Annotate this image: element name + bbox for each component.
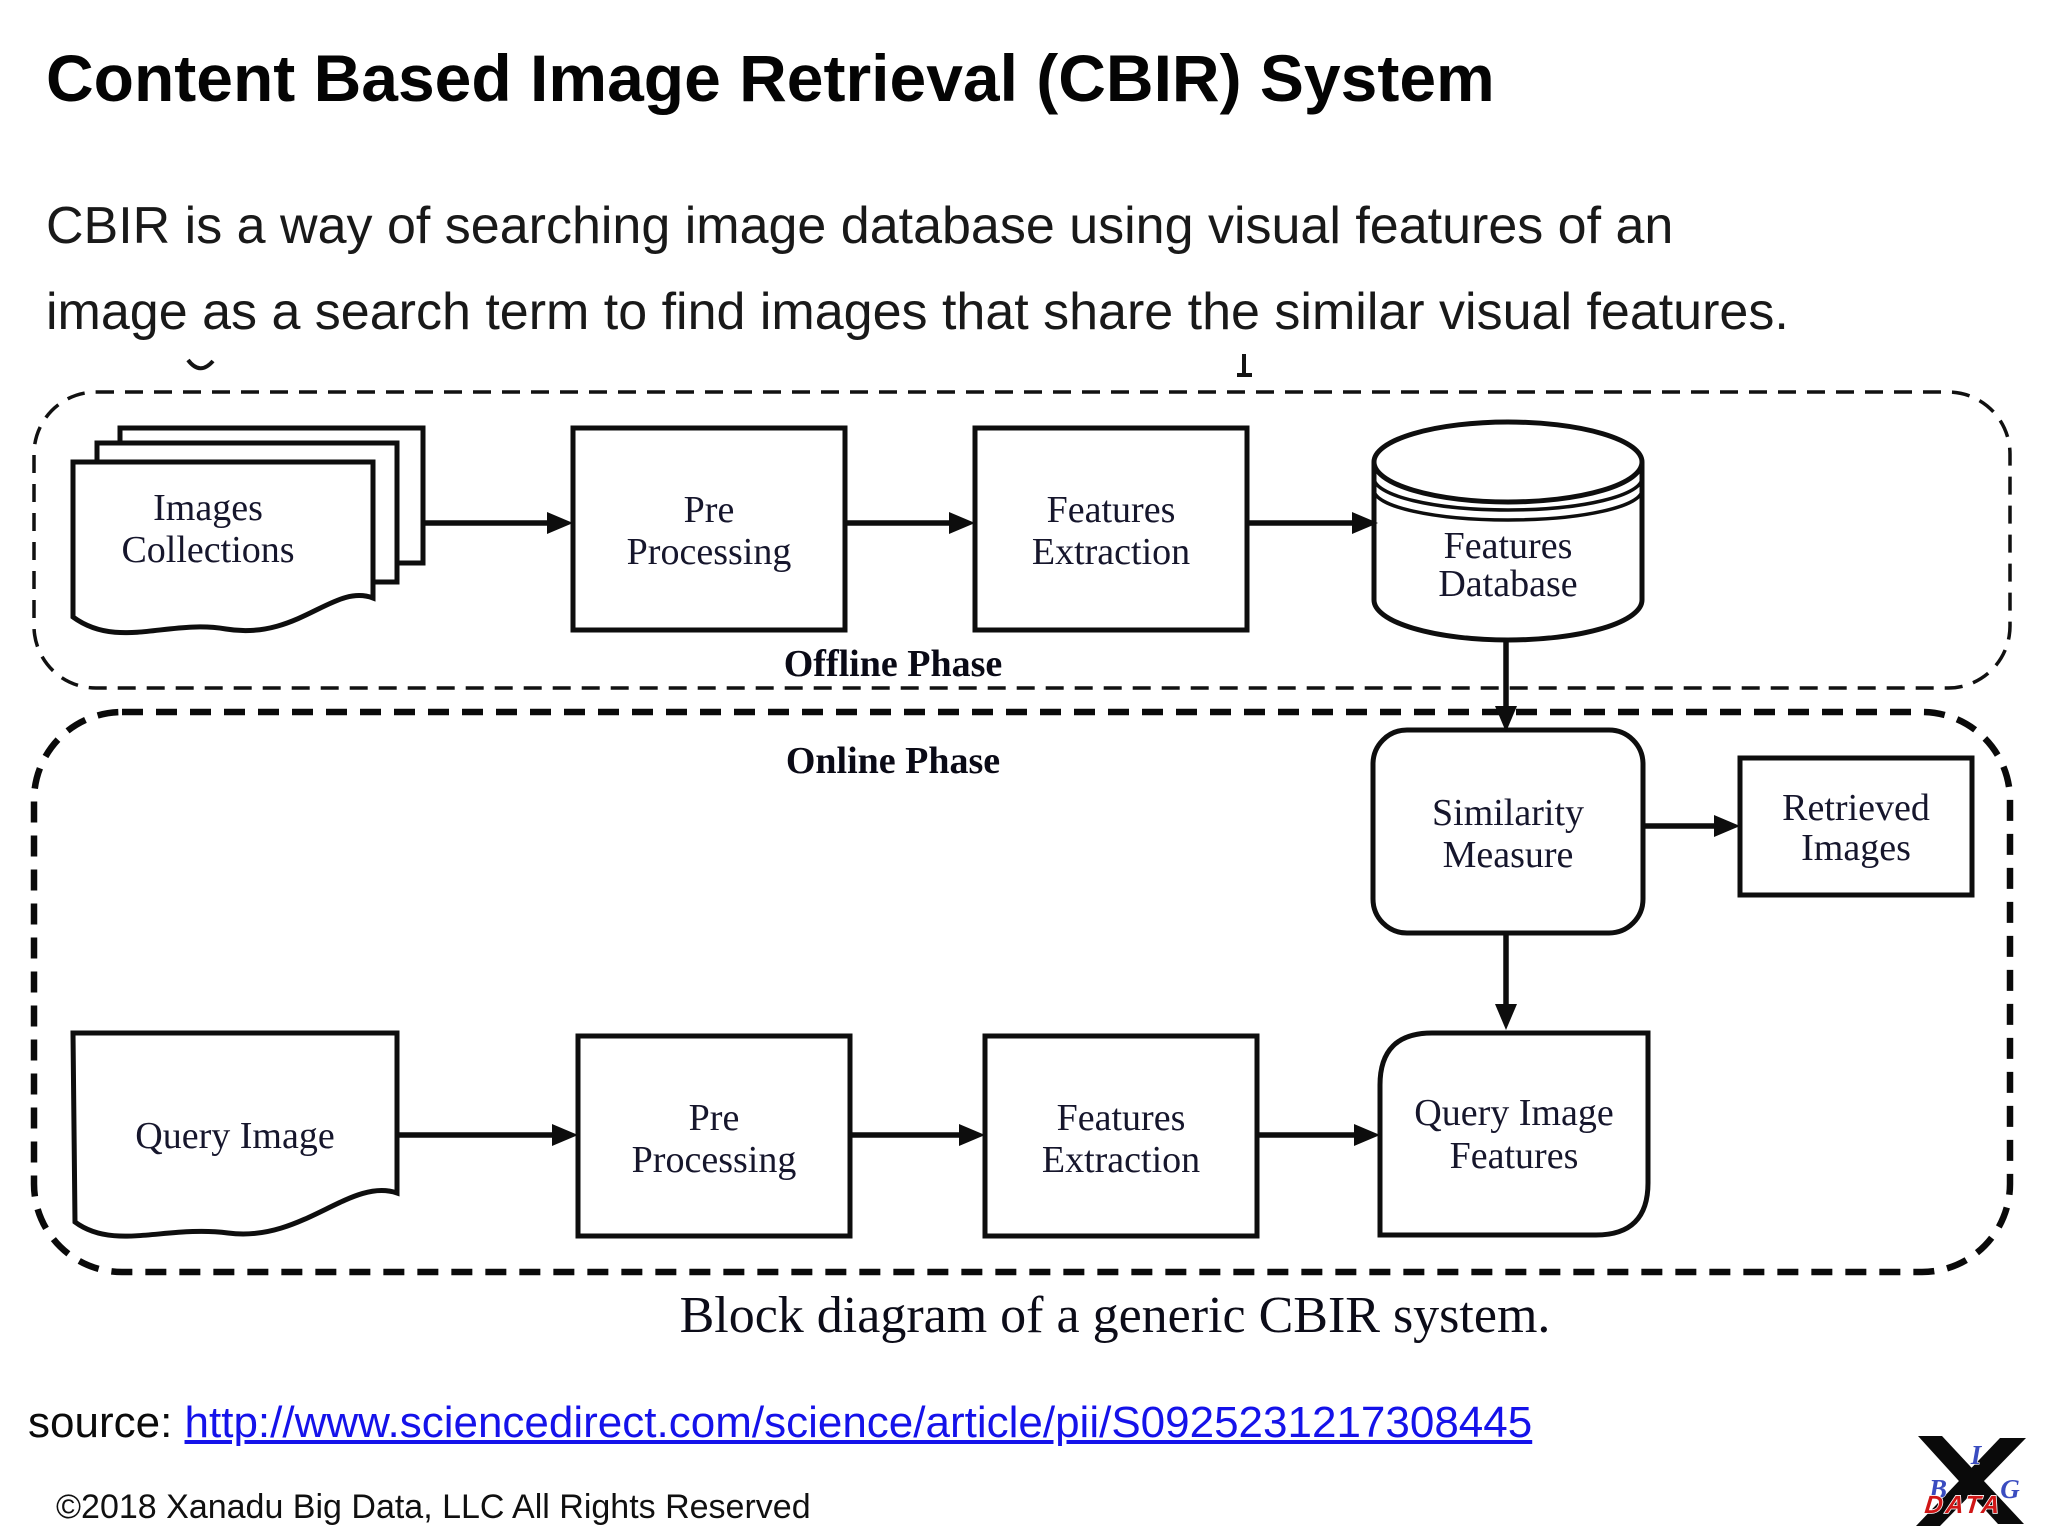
- offline-phase-label: Offline Phase: [784, 643, 1002, 685]
- description-line-1: CBIR is a way of searching image databas…: [46, 197, 1674, 255]
- source-link[interactable]: http://www.sciencedirect.com/science/art…: [184, 1398, 1533, 1447]
- query-image-features-label: Query Image: [1414, 1092, 1613, 1134]
- page-title: Content Based Image Retrieval (CBIR) Sys…: [46, 41, 1495, 115]
- node-images-collections: Images Collections: [70, 425, 426, 636]
- pre-processing-label: Pre: [689, 1097, 740, 1139]
- pre-processing-label: Pre: [684, 489, 735, 531]
- cropped-text-remnant: [186, 358, 215, 371]
- features-extraction-label: Extraction: [1042, 1139, 1200, 1181]
- logo-x-stroke: [1916, 1438, 2026, 1526]
- process-box: [575, 1033, 853, 1239]
- similarity-measure-label: Measure: [1443, 834, 1574, 876]
- retrieved-images-label: Retrieved: [1782, 787, 1930, 829]
- pre-processing-label: Processing: [627, 531, 792, 573]
- features-database-label: Database: [1438, 563, 1577, 605]
- logo-word-data: DATA: [1923, 1491, 2004, 1519]
- node-retrieved-images: Retrieved Images: [1737, 755, 1975, 898]
- retrieved-images-label: Images: [1801, 827, 1911, 869]
- xanadu-big-data-logo: B I G DATA: [1916, 1436, 2026, 1526]
- description-line-2: image as a search term to find images th…: [46, 283, 1789, 341]
- features-extraction-label: Features: [1057, 1097, 1186, 1139]
- node-pre-processing-online: Pre Processing: [575, 1033, 853, 1239]
- node-features-extraction-online: Features Extraction: [982, 1033, 1260, 1239]
- process-box: [1737, 755, 1975, 898]
- database-rim-line: [1372, 489, 1644, 522]
- online-phase-label: Online Phase: [786, 740, 1000, 782]
- features-database-label: Features: [1444, 525, 1573, 567]
- database-rim-line: [1372, 477, 1644, 512]
- process-box: [982, 1033, 1260, 1239]
- database-cylinder-top: [1371, 419, 1645, 505]
- logo-letter-b: B: [1928, 1474, 1947, 1504]
- query-image-label: Query Image: [135, 1115, 334, 1157]
- similarity-measure-label: Similarity: [1432, 792, 1584, 834]
- card-box: [1377, 1030, 1651, 1238]
- logo-letter-i: I: [1970, 1440, 1983, 1470]
- process-box: [570, 425, 848, 633]
- node-query-image-features: Query Image Features: [1377, 1030, 1651, 1238]
- features-extraction-label: Features: [1047, 489, 1176, 531]
- cropped-text-remnant: [1237, 354, 1252, 377]
- online-phase-container: [30, 708, 2014, 1276]
- node-similarity-measure: Similarity Measure: [1370, 727, 1646, 936]
- source-label: source:: [28, 1398, 173, 1447]
- node-query-image: Query Image: [70, 1030, 400, 1239]
- offline-phase-container: [32, 390, 2012, 690]
- images-collections-label: Images: [153, 487, 263, 529]
- copyright-text: ©2018 Xanadu Big Data, LLC All Rights Re…: [56, 1488, 811, 1526]
- diagram-caption: Block diagram of a generic CBIR system.: [680, 1287, 1551, 1344]
- process-box: [972, 425, 1250, 633]
- document-icon: [70, 459, 376, 636]
- pre-processing-label: Processing: [632, 1139, 797, 1181]
- features-extraction-label: Extraction: [1032, 531, 1190, 573]
- source-line: source: http://www.sciencedirect.com/sci…: [28, 1398, 1532, 1448]
- node-pre-processing-offline: Pre Processing: [570, 425, 848, 633]
- document-icon: [70, 1030, 400, 1239]
- logo-letter-g: G: [2000, 1474, 2020, 1504]
- query-image-features-label: Features: [1450, 1135, 1579, 1177]
- images-collections-label: Collections: [121, 529, 294, 571]
- node-features-extraction-offline: Features Extraction: [972, 425, 1250, 633]
- node-features-database: Features Database: [1371, 419, 1645, 643]
